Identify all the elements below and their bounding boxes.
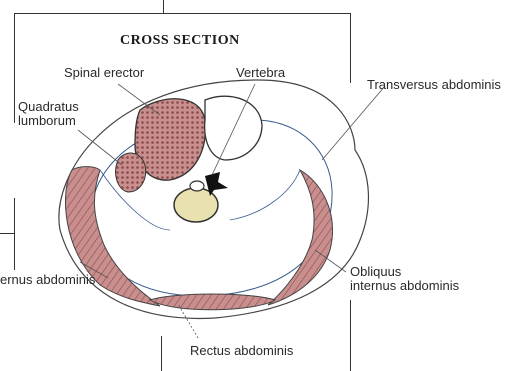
label-transversus: Transversus abdominis <box>367 78 501 92</box>
label-vertebra: Vertebra <box>236 66 285 80</box>
label-obliquus-externus: ernus abdominis <box>0 273 95 287</box>
fascia-line-right <box>230 170 300 220</box>
right-paraspinal-muscle <box>205 96 262 160</box>
label-spinal-erector: Spinal erector <box>64 66 144 80</box>
quadratus-lumborum-muscle <box>116 153 146 192</box>
vertebral-canal <box>190 181 204 191</box>
rectus-abdominis-muscle <box>150 294 275 310</box>
label-quadratus-line1: Quadratus <box>18 100 79 114</box>
leader-quadratus <box>78 130 122 165</box>
label-quadratus-line2: lumborum <box>18 114 76 128</box>
label-obliquus-internus-line1: Obliquus <box>350 265 401 279</box>
leader-transversus <box>322 86 385 160</box>
label-obliquus-internus-line2: internus abdominis <box>350 279 459 293</box>
label-rectus: Rectus abdominis <box>190 344 293 358</box>
diagram-title: CROSS SECTION <box>120 33 240 49</box>
